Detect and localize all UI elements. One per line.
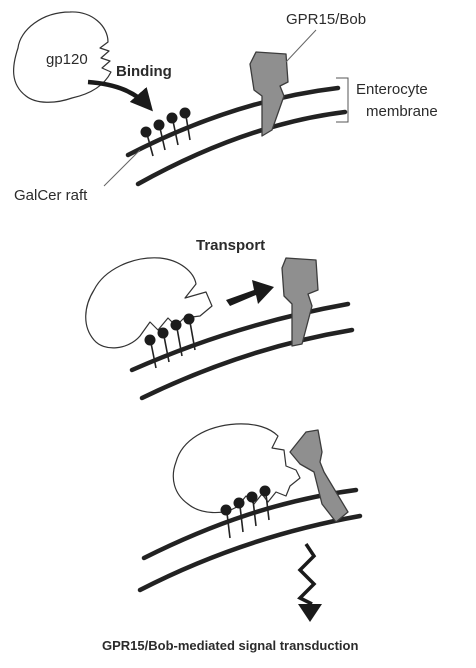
- lipid-stalk: [185, 115, 191, 141]
- membrane-bracket: [336, 77, 349, 123]
- lipid-stalk: [176, 327, 183, 357]
- lipid-head: [246, 491, 258, 503]
- lipid-stalk: [163, 335, 170, 363]
- receptor-shape: [249, 51, 289, 137]
- panel-transport: Transport: [85, 237, 355, 401]
- lipid-head: [220, 504, 232, 516]
- galcer-raft-lipids: [144, 313, 196, 369]
- membrane-label-2: membrane: [366, 103, 438, 120]
- transport-label: Transport: [196, 237, 265, 254]
- lipid-stalk: [226, 512, 231, 539]
- binding-arrow: [87, 79, 153, 112]
- membrane-inner: [137, 513, 363, 593]
- panel-binding: gp120 Binding GPR15/Bob Enterocyte membr…: [13, 11, 438, 204]
- lipid-head: [153, 119, 165, 131]
- gp120-shape: [85, 257, 213, 349]
- lipid-stalk: [239, 505, 244, 533]
- lipid-head: [166, 112, 178, 124]
- signal-caption: GPR15/Bob-mediated signal transduction: [102, 638, 358, 653]
- lipid-stalk: [159, 127, 166, 151]
- receptor-shape: [281, 257, 319, 347]
- lipid-head: [179, 107, 191, 119]
- panel-signal: GPR15/Bob-mediated signal transduction: [102, 423, 363, 653]
- binding-label: Binding: [116, 63, 172, 80]
- lipid-stalk: [252, 499, 257, 527]
- lipid-head: [259, 485, 271, 497]
- signal-arrowhead: [298, 604, 322, 622]
- lipid-head: [144, 334, 156, 346]
- lipid-stalk: [172, 120, 179, 146]
- membrane-inner: [139, 327, 355, 401]
- lipid-stalk: [146, 133, 154, 157]
- lipid-head: [183, 313, 195, 325]
- lipid-head: [170, 319, 182, 331]
- gp120-shape: [13, 11, 112, 103]
- membrane-label-1: Enterocyte: [356, 81, 428, 98]
- galcer-raft-lipids: [220, 485, 271, 539]
- lipid-head: [140, 126, 152, 138]
- galcer-raft-lipids: [140, 107, 191, 157]
- lipid-stalk: [189, 321, 196, 351]
- gp120-label: gp120: [46, 51, 88, 68]
- raft-pointer: [103, 149, 141, 187]
- receptor-shape: [289, 429, 349, 523]
- raft-label: GalCer raft: [14, 187, 88, 204]
- membrane-inner: [135, 109, 348, 187]
- receptor-label: GPR15/Bob: [286, 11, 366, 28]
- transport-arrow: [226, 280, 274, 306]
- lipid-stalk: [150, 342, 157, 369]
- lipid-head: [233, 497, 245, 509]
- lipid-head: [157, 327, 169, 339]
- lipid-stalk: [265, 493, 270, 521]
- membrane-outer: [129, 301, 351, 373]
- signal-zigzag: [297, 543, 317, 606]
- membrane-outer: [125, 85, 341, 158]
- receptor-pointer: [285, 29, 317, 63]
